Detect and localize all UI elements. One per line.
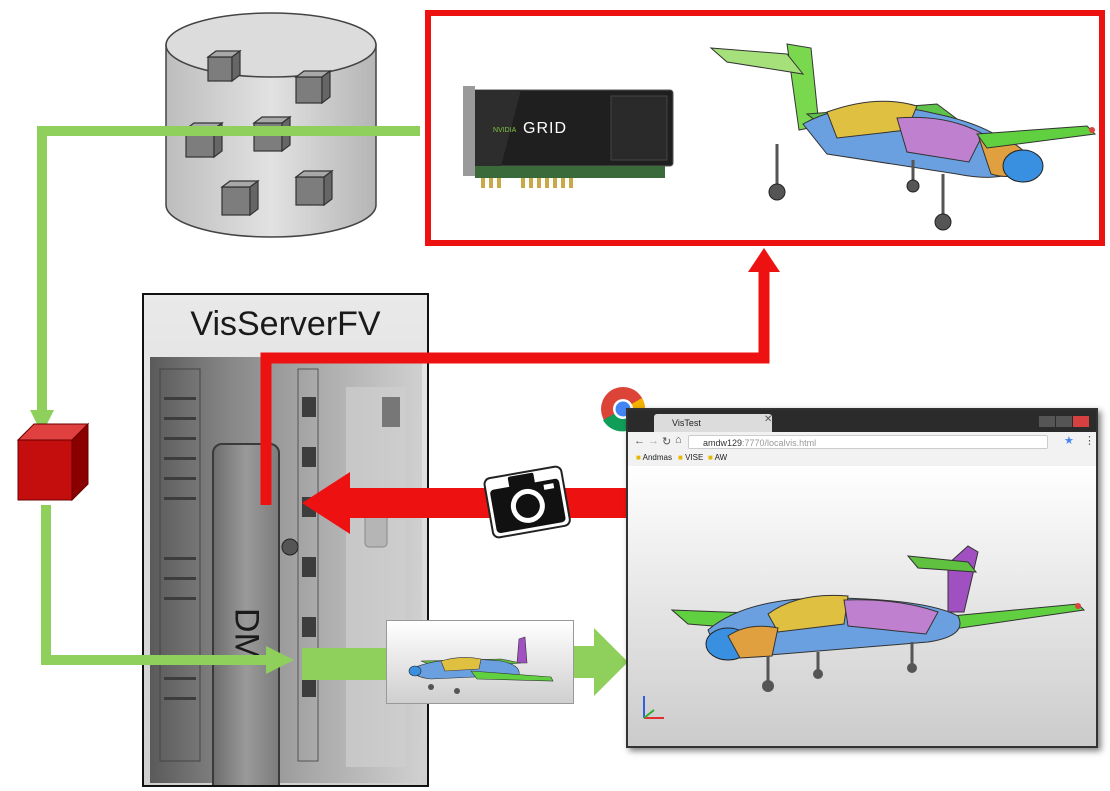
window-close-button[interactable] — [1073, 416, 1089, 427]
maximize-button[interactable] — [1056, 416, 1072, 427]
home-icon[interactable]: ⌂ — [675, 434, 682, 446]
server-box: VisServerFV DM — [142, 293, 429, 787]
bookmark-item[interactable]: ■ Andmas — [636, 453, 672, 462]
window-controls — [1038, 414, 1092, 427]
camera-icon — [483, 465, 571, 539]
browser-to-server-arrow — [302, 472, 626, 534]
axes-icon — [643, 696, 664, 719]
minimize-button[interactable] — [1039, 416, 1055, 427]
menu-icon[interactable]: ⋮ — [1084, 435, 1095, 447]
server-tower: DM — [150, 357, 422, 785]
browser-window: VisTest ✕ ← → ↻ ⌂ amdw129:7770/localvis.… — [626, 408, 1098, 748]
browser-viewport[interactable] — [628, 466, 1096, 746]
aircraft-icon — [709, 43, 1097, 231]
db-to-cube-arrowhead — [30, 410, 54, 434]
reload-icon[interactable]: ↻ — [662, 436, 672, 448]
database-icon — [165, 12, 377, 238]
gpu-card-label: GRID — [523, 120, 567, 137]
server-to-gpu-arrowhead — [748, 248, 780, 272]
close-icon[interactable]: ✕ — [764, 414, 773, 425]
browser-tab[interactable]: VisTest — [654, 414, 772, 432]
image-to-browser-arrow — [302, 648, 386, 680]
url-input[interactable]: amdw129:7770/localvis.html — [688, 435, 1048, 449]
tab-title: VisTest — [672, 418, 701, 428]
gpu-render-box: NVIDIA GRID — [425, 10, 1105, 246]
server-to-gpu-arrow — [260, 270, 770, 505]
bookmark-star-icon[interactable]: ★ — [1064, 435, 1074, 447]
image-to-browser-arrowhead — [572, 628, 628, 696]
bookmark-item[interactable]: ■ VISE — [678, 453, 704, 462]
server-title: VisServerFV — [190, 305, 381, 343]
rendered-image-thumbnail — [386, 620, 574, 704]
url-host: amdw129 — [703, 438, 743, 448]
cube-icon — [16, 422, 90, 502]
forward-icon[interactable]: → — [648, 435, 659, 447]
cube-to-server-arrow — [41, 505, 270, 665]
gpu-brand-label: NVIDIA — [493, 127, 517, 134]
url-path: :7770/localvis.html — [742, 438, 817, 448]
db-to-cube-arrow — [37, 126, 420, 418]
aircraft-thumbnail-icon — [408, 636, 554, 694]
aircraft-icon — [670, 545, 1086, 692]
bookmark-item[interactable]: ■ AW — [708, 453, 728, 462]
back-icon[interactable]: ← — [634, 435, 645, 447]
cube-to-server-arrowhead — [266, 646, 294, 674]
gpu-card-icon — [463, 86, 674, 188]
